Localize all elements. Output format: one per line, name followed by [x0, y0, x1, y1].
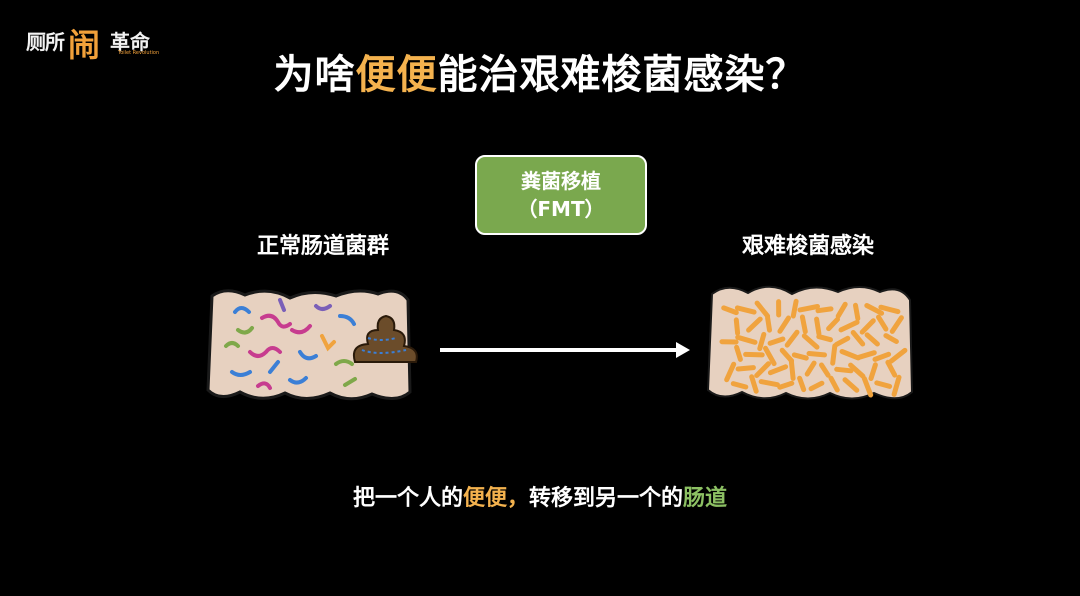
rod-bacterium — [746, 316, 763, 333]
rod-bacterium — [830, 343, 838, 366]
fmt-line2: （FMT） — [517, 197, 605, 221]
caption-highlight2: 肠道 — [683, 486, 728, 511]
rod-bacterium — [859, 318, 876, 335]
rod-bacterium — [797, 375, 807, 393]
rod-bacterium — [767, 364, 789, 376]
caption: 把一个人的便便，转移到另一个的肠道 — [0, 480, 1080, 512]
caption-part2: 转移到另一个的 — [529, 486, 684, 511]
rod-bacterium — [819, 362, 831, 378]
cdiff-infection-label: 艰难梭菌感染 — [741, 234, 874, 259]
rod-bacterium — [883, 333, 899, 344]
rod-bacterium — [758, 379, 780, 388]
rod-bacterium — [814, 316, 822, 337]
rod-bacterium — [826, 316, 840, 332]
rod-bacterium — [838, 319, 860, 333]
rod-bacterium — [797, 304, 820, 313]
rod-bacterium — [816, 334, 833, 343]
rod-bacterium — [885, 359, 898, 378]
transfer-arrow — [440, 342, 690, 358]
rod-bacterium — [784, 329, 800, 348]
logo-text-1: 厕所 — [26, 30, 65, 54]
rod-bacterium — [749, 374, 759, 394]
rod-bacterium — [806, 351, 827, 358]
title-pre: 为啥 — [273, 52, 356, 98]
rod-bacterium — [864, 332, 880, 347]
rod-bacterium — [842, 377, 860, 393]
rod-bacterium — [754, 300, 771, 319]
logo-text-2: 闹 — [68, 26, 101, 64]
rod-bacterium — [848, 362, 866, 379]
rod-bacterium — [734, 305, 757, 315]
fmt-line1: 粪菌移植 — [521, 169, 601, 193]
title-post: 能治艰难梭菌感染？ — [437, 52, 807, 98]
rod-bacterium — [734, 344, 743, 362]
rod-bacterium — [876, 314, 889, 332]
logo: 厕所 闹 革命 Toilet Revolution — [26, 20, 166, 64]
infected-gut-illustration — [706, 285, 914, 400]
rod-bacterium — [777, 315, 791, 334]
rod-bacterium — [834, 366, 854, 374]
logo-text-3: 革命 — [110, 30, 150, 54]
page-title: 为啥便便能治艰难梭菌感染？ — [0, 42, 1080, 100]
rod-bacterium — [839, 349, 861, 361]
cdiff-bacteria — [719, 298, 908, 398]
rod-bacterium — [777, 380, 795, 390]
rod-bacterium — [754, 361, 771, 378]
rod-bacterium — [891, 374, 902, 397]
rod-bacterium — [872, 351, 892, 362]
rod-bacterium — [878, 304, 901, 315]
rod-bacterium — [868, 362, 878, 381]
rod-bacterium — [790, 298, 799, 319]
rod-bacterium — [730, 381, 749, 390]
rod-bacterium — [801, 333, 820, 350]
caption-highlight1: 便便， — [462, 486, 529, 511]
rod-bacterium — [804, 360, 817, 377]
rod-bacterium — [889, 315, 904, 334]
rod-bacterium — [735, 334, 758, 345]
rod-bacterium — [767, 336, 786, 346]
rod-bacterium — [835, 301, 848, 319]
rod-bacterium — [888, 347, 908, 364]
rod-bacterium — [788, 358, 796, 381]
rod-bacterium — [861, 376, 874, 398]
rod-bacterium — [724, 361, 737, 383]
rod-bacterium — [735, 365, 756, 372]
poop-icon — [352, 314, 418, 363]
logo-subtitle: Toilet Revolution — [118, 50, 160, 56]
title-highlight: 便便 — [355, 52, 438, 98]
normal-gut-illustration — [206, 289, 418, 401]
rod-bacterium — [874, 380, 893, 389]
rod-bacterium — [733, 317, 741, 336]
rod-bacterium — [850, 330, 866, 347]
normal-flora-label: 正常肠道菌群 — [256, 234, 389, 259]
rod-bacterium — [757, 331, 767, 352]
rod-bacterium — [743, 351, 765, 358]
rod-bacterium — [853, 302, 861, 321]
rod-bacterium — [864, 303, 885, 316]
rod-bacterium — [799, 314, 808, 335]
rod-bacterium — [815, 306, 834, 314]
rod-bacterium — [765, 315, 772, 333]
caption-part1: 把一个人的 — [352, 486, 463, 511]
rod-bacterium — [856, 350, 877, 360]
rod-bacterium — [763, 345, 777, 367]
rod-bacterium — [808, 380, 825, 392]
fmt-box: 粪菌移植 （FMT） — [475, 155, 647, 235]
rod-bacterium — [834, 335, 851, 347]
rod-bacterium — [721, 305, 739, 316]
rod-bacterium — [791, 352, 809, 361]
rod-bacterium — [828, 375, 840, 393]
